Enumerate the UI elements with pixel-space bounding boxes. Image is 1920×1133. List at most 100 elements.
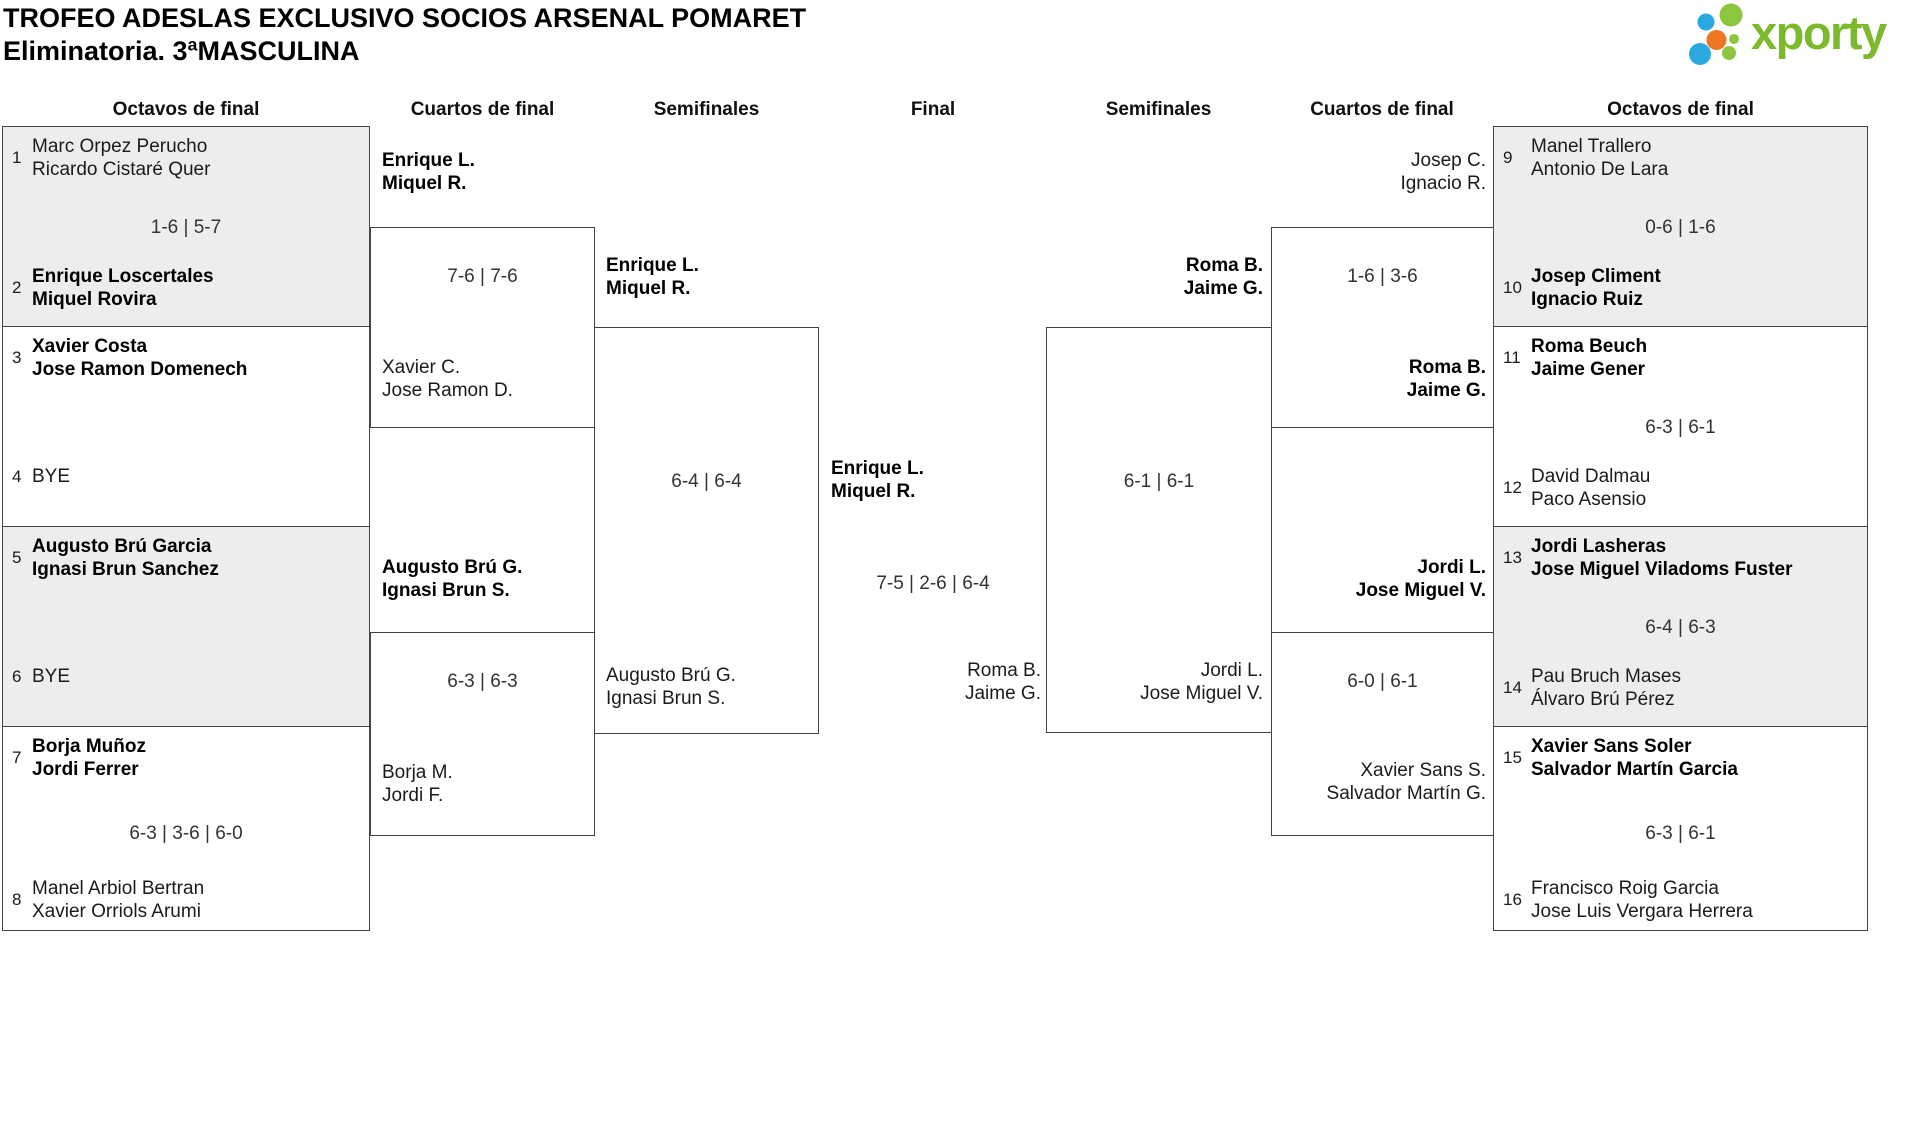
player-name: Enrique Loscertales <box>32 266 214 287</box>
seed-number: 8 <box>12 890 22 909</box>
round-header-cuartos-left: Cuartos de final <box>410 99 555 120</box>
final-left-team: Enrique L.Miquel R. <box>831 458 924 502</box>
cuartos-left-1-score: 7-6 | 7-6 <box>447 266 518 287</box>
semifinal-left-top-team: Enrique L.Miquel R. <box>606 255 699 299</box>
player-name: Marc Orpez Perucho <box>32 136 208 157</box>
cuartos-right-1-top-team: Josep C.Ignacio R. <box>1400 150 1486 194</box>
logo-dots-icon <box>1689 3 1743 65</box>
team-row: 6 BYE <box>12 665 363 688</box>
seed-number: 9 <box>1503 148 1513 167</box>
match-score: 6-4 | 6-3 <box>1645 617 1716 638</box>
seed-number: 10 <box>1503 278 1522 297</box>
cuartos-left-2-score: 6-3 | 6-3 <box>447 671 518 692</box>
player-name: BYE <box>32 666 71 687</box>
player-name: Roma Beuch <box>1531 336 1648 357</box>
cuartos-right-2-bottom-team: Xavier Sans S.Salvador Martín G. <box>1326 760 1486 804</box>
semifinal-right-bottom-team: Jordi L.Jose Miguel V. <box>1140 660 1263 704</box>
semifinal-left-bottom-team: Augusto Brú G.Ignasi Brun S. <box>606 665 736 709</box>
player-name: Miquel Rovira <box>32 289 157 310</box>
seed-number: 4 <box>12 466 22 486</box>
player-name: Jaime Gener <box>1531 359 1646 380</box>
seed-number: 3 <box>12 348 22 367</box>
match-score: 6-3 | 6-1 <box>1645 417 1716 438</box>
player-name: Ignacio Ruiz <box>1531 289 1643 310</box>
round-header-octavos-left: Octavos de final <box>112 99 260 120</box>
player-name: BYE <box>32 466 71 487</box>
cuartos-left-1-bottom-team: Xavier C.Jose Ramon D. <box>382 357 513 401</box>
round-header-semis-left: Semifinales <box>653 99 760 120</box>
player-name: Jordi Lasheras <box>1531 536 1667 557</box>
match-score: 6-3 | 6-1 <box>1645 823 1716 844</box>
player-name: Xavier Sans Soler <box>1531 736 1692 757</box>
player-name: Josep Climent <box>1531 266 1661 287</box>
player-name: Xavier Costa <box>32 336 148 357</box>
player-name: Salvador Martín Garcia <box>1531 759 1738 780</box>
seed-number: 12 <box>1503 478 1522 497</box>
final-right-team: Roma B.Jaime G. <box>964 660 1041 704</box>
player-name: Jose Miguel Viladoms Fuster <box>1531 559 1793 580</box>
final-score: 7-5 | 2-6 | 6-4 <box>876 573 990 594</box>
cuartos-left-1-top-team: Enrique L.Miquel R. <box>382 150 475 194</box>
player-name: Francisco Roig Garcia <box>1531 878 1719 899</box>
cuartos-right-2-box <box>1271 632 1494 836</box>
seed-number: 14 <box>1503 678 1522 697</box>
player-name: Jose Luis Vergara Herrera <box>1531 901 1753 922</box>
player-name: Xavier Orriols Arumi <box>32 901 201 922</box>
player-name: Ignasi Brun Sanchez <box>32 559 219 580</box>
page-title: TROFEO ADESLAS EXCLUSIVO SOCIOS ARSENAL … <box>3 3 807 33</box>
round-header-final: Final <box>910 99 956 120</box>
player-name: David Dalmau <box>1531 466 1651 487</box>
xporty-logo: xporty <box>1684 1 1887 65</box>
semifinal-right-score: 6-1 | 6-1 <box>1123 471 1195 492</box>
player-name: Pau Bruch Mases <box>1531 666 1681 687</box>
seed-number: 1 <box>12 148 22 167</box>
match-score: 6-3 | 3-6 | 6-0 <box>129 823 243 844</box>
seed-number: 2 <box>12 278 22 297</box>
player-name: Ricardo Cistaré Quer <box>32 159 211 180</box>
player-name: Álvaro Brú Pérez <box>1531 689 1675 710</box>
cuartos-right-2-top-team: Jordi L.Jose Miguel V. <box>1355 557 1486 601</box>
semifinal-left-box <box>594 327 819 734</box>
cuartos-right-2-score: 6-0 | 6-1 <box>1347 671 1418 692</box>
player-name: Manel Trallero <box>1531 136 1652 157</box>
player-name: Augusto Brú Garcia <box>32 536 212 557</box>
match-score: 1-6 | 5-7 <box>150 217 222 238</box>
seed-number: 7 <box>12 748 22 767</box>
cuartos-left-2-top-team: Augusto Brú G.Ignasi Brun S. <box>382 557 523 601</box>
player-name: Paco Asensio <box>1531 489 1647 510</box>
seed-number: 6 <box>12 666 22 686</box>
semifinal-left-score: 6-4 | 6-4 <box>671 471 742 492</box>
round-header-semis-right: Semifinales <box>1105 99 1212 120</box>
player-name: Borja Muñoz <box>32 736 146 757</box>
logo-text: xporty <box>1751 6 1887 59</box>
seed-number: 16 <box>1503 890 1522 909</box>
seed-number: 13 <box>1503 548 1522 567</box>
player-name: Manel Arbiol Bertran <box>32 878 205 899</box>
player-name: Jordi Ferrer <box>32 759 139 780</box>
seed-number: 5 <box>12 548 22 567</box>
cuartos-right-1-box <box>1271 227 1494 428</box>
semifinal-right-top-team: Roma B.Jaime G. <box>1183 255 1263 299</box>
match-score: 0-6 | 1-6 <box>1645 217 1716 238</box>
player-name: Jose Ramon Domenech <box>32 359 248 380</box>
